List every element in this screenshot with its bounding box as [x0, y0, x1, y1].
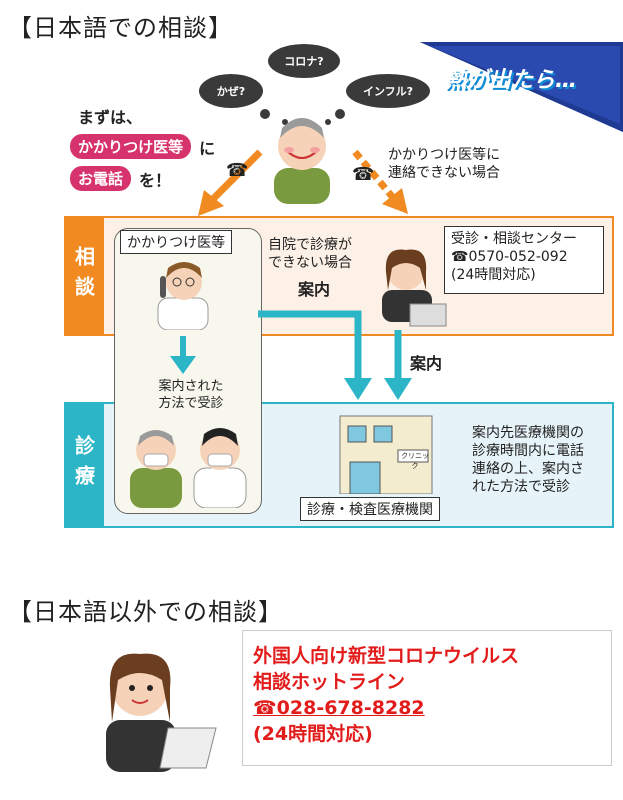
- patient-and-doctor-illustration: [130, 428, 247, 508]
- clinic-sign: クリニック: [401, 452, 429, 470]
- guided-method-text: 案内された 方法で受診: [158, 379, 224, 411]
- operator-illustration: [382, 249, 447, 327]
- thought-bubble-corona: コロナ?: [268, 44, 340, 78]
- thought-bubble-flu: インフル?: [346, 74, 430, 108]
- doctor-down-arrow: [170, 336, 196, 374]
- center-name: 受診・相談センター: [451, 231, 577, 247]
- section-title-foreign: 【日本語以外での相談】: [8, 598, 283, 626]
- clinic-building-illustration: [339, 415, 433, 494]
- phone-icon-right: ☎: [352, 164, 375, 185]
- branch-arrows: [198, 149, 408, 216]
- particle-ni: に: [199, 138, 216, 158]
- phone-icon-left: ☎: [226, 160, 249, 181]
- phone-call-pill: お電話: [70, 166, 132, 191]
- guide-label-1: 案内: [298, 280, 331, 299]
- family-doctor-box-title: かかりつけ医等: [120, 230, 233, 254]
- hotline-hours: (24時間対応): [253, 723, 373, 745]
- family-doctor-pill: かかりつけ医等: [70, 134, 192, 159]
- particle-wo: を！: [139, 170, 172, 190]
- hotline-phone[interactable]: ☎028-678-8282: [253, 697, 425, 719]
- consultation-center-box: 受診・相談センター ☎0570-052-092 (24時間対応): [444, 226, 604, 294]
- thought-bubble-dots: [260, 109, 345, 125]
- consultation-label: 相談: [64, 216, 104, 336]
- section-title-japanese: 【日本語での相談】: [8, 14, 233, 42]
- fever-banner-text: 熱が出たら…: [445, 68, 578, 93]
- facility-note: 案内先医療機関の 診療時間内に電話 連絡の上、案内さ れた方法で受診: [472, 425, 584, 495]
- fever-banner-background: [420, 42, 623, 132]
- guide-arrows-to-facility: [258, 310, 412, 400]
- hotline-title-line2: 相談ホットライン: [253, 671, 406, 693]
- sick-person-illustration: [274, 118, 330, 204]
- center-hours: (24時間対応): [451, 267, 536, 283]
- cannot-contact-text: かかりつけ医等に 連絡できない場合: [388, 147, 501, 181]
- hotline-title-line1: 外国人向け新型コロナウイルス: [253, 645, 520, 667]
- hotline-box: 外国人向け新型コロナウイルス 相談ホットライン ☎028-678-8282 (2…: [242, 630, 612, 766]
- doctor-on-phone-illustration: [157, 262, 209, 330]
- first-step-text: まずは、: [78, 108, 143, 127]
- treatment-label: 診療: [64, 402, 104, 528]
- facility-label: 診療・検査医療機関: [300, 497, 440, 521]
- guide-label-2: 案内: [410, 354, 443, 373]
- hotline-operator-illustration: [106, 653, 217, 772]
- center-phone: ☎0570-052-092: [451, 249, 568, 265]
- cannot-treat-text: 自院で診療が できない場合: [268, 237, 352, 271]
- thought-bubble-cold: かぜ?: [199, 74, 263, 108]
